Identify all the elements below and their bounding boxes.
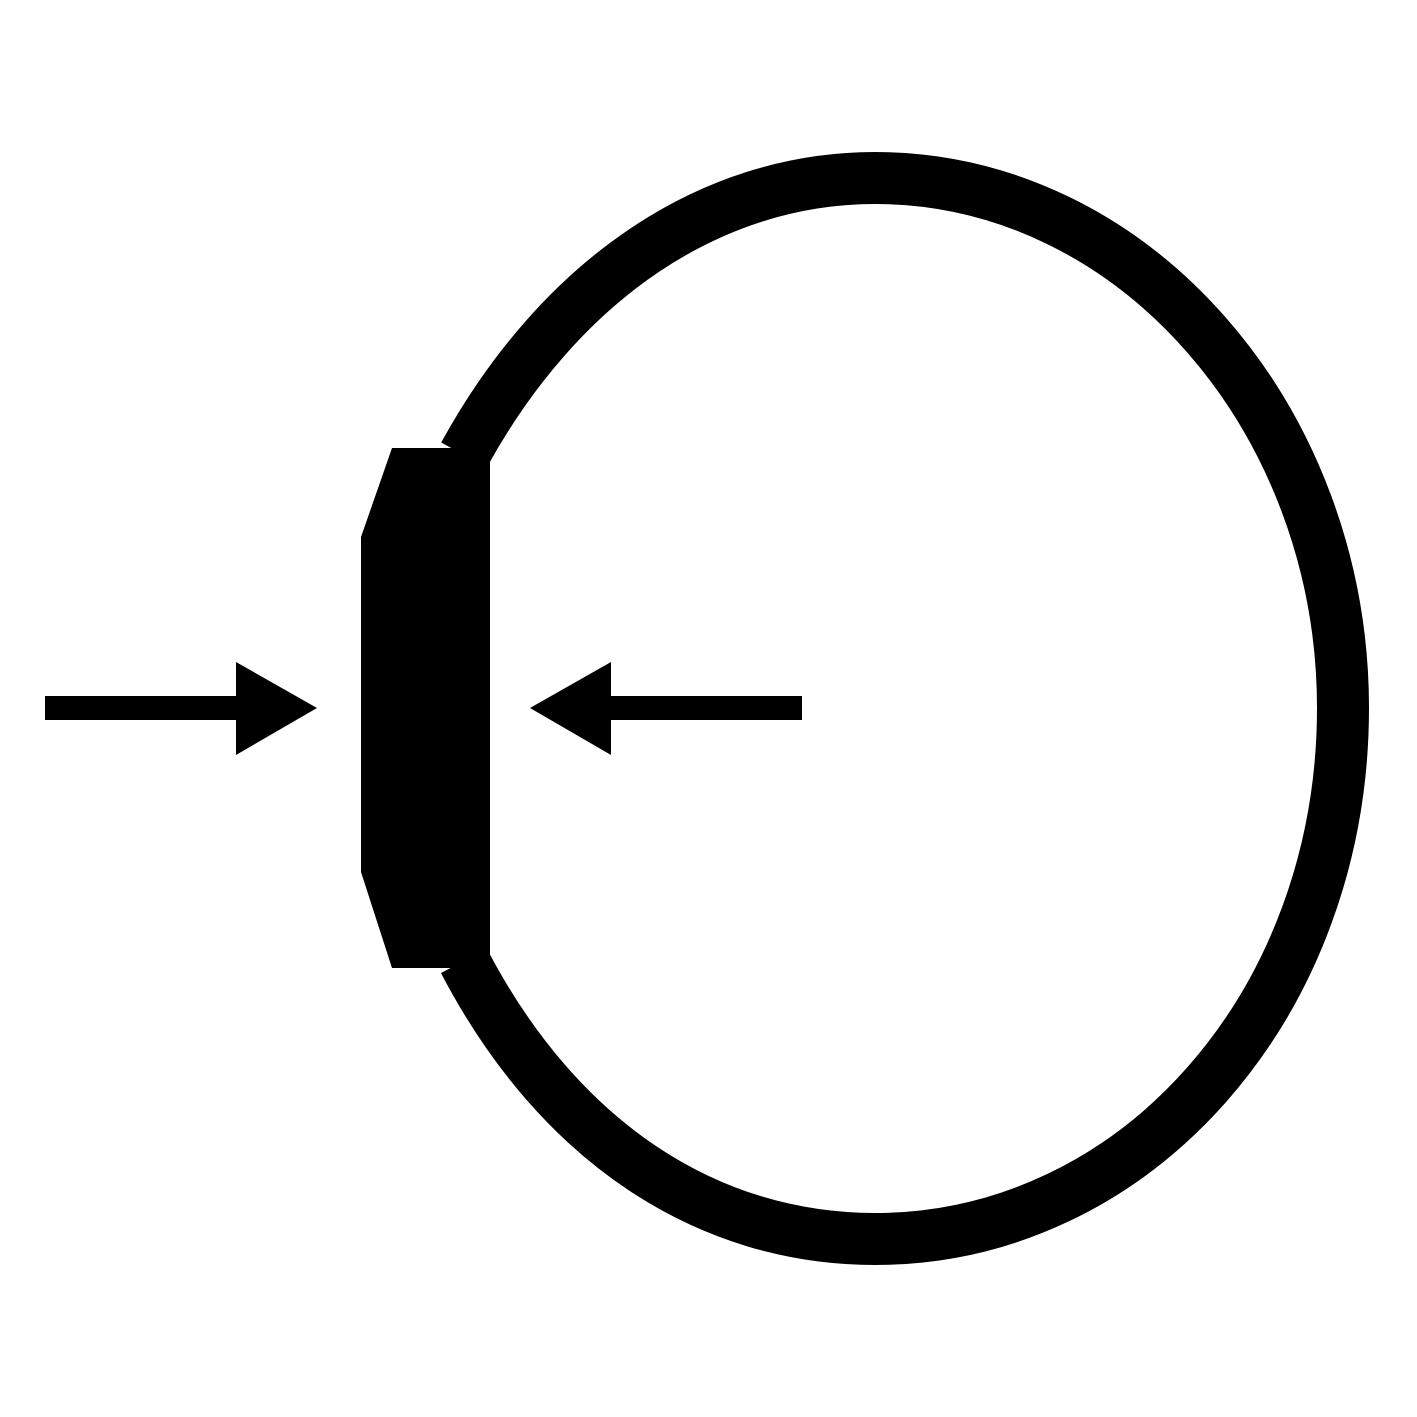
lens-block-icon <box>361 448 490 968</box>
arrow-right-icon <box>45 662 317 755</box>
eye-outline-icon <box>440 151 1370 1266</box>
arrow-left-icon <box>530 662 802 755</box>
